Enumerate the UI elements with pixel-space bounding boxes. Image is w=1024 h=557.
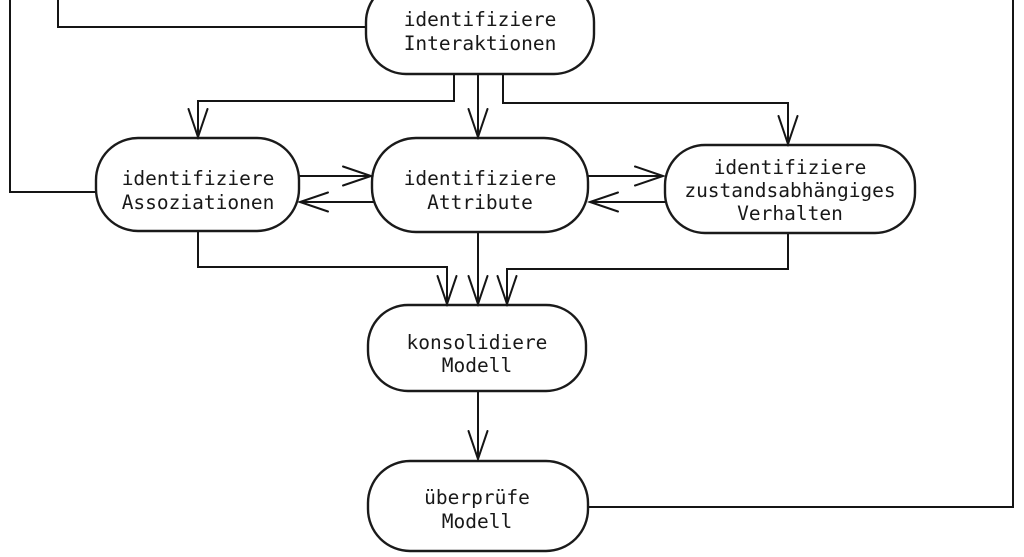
node-label-konsolidiere-line2: Modell xyxy=(442,354,512,377)
arrowhead-right-into-attribute xyxy=(342,165,375,187)
node-label-assoziationen-line1: identifiziere xyxy=(122,167,275,190)
node-label-interaktionen-line2: Interaktionen xyxy=(404,32,557,55)
arrowhead-left-into-attribute xyxy=(586,191,619,213)
node-label-assoziationen-line2: Assoziationen xyxy=(122,191,275,214)
node-shape-verhalten xyxy=(663,143,917,235)
node-identifiziere-assoziationen: identifiziere Assoziationen xyxy=(94,136,301,233)
connector-assoziationen-to-konsolidiere xyxy=(197,231,448,303)
node-ueberpruefe-modell: überprüfe Modell xyxy=(366,459,590,553)
arrowhead-down-into-konsolidiere-left xyxy=(436,275,458,308)
node-shape-attribute xyxy=(370,136,590,234)
node-label-ueberpruefe-line1: überprüfe xyxy=(424,486,530,509)
node-label-ueberpruefe-line2: Modell xyxy=(442,510,512,533)
arrowhead-down-into-attribute xyxy=(467,108,489,141)
arrowhead-right-into-verhalten xyxy=(634,165,667,187)
node-konsolidiere-modell: konsolidiere Modell xyxy=(366,303,588,393)
connector-ueberpruefe-to-offscreen-top-right xyxy=(565,0,1014,508)
arrowhead-left-into-assoziationen xyxy=(296,191,329,213)
node-label-attribute-line2: Attribute xyxy=(427,191,533,214)
connector-verhalten-to-konsolidiere xyxy=(506,233,789,303)
arrowhead-down-into-ueberpruefe xyxy=(467,430,489,463)
node-label-konsolidiere-line1: konsolidiere xyxy=(407,331,548,354)
arrowhead-down-into-konsolidiere-right xyxy=(496,275,518,308)
connector-interaktionen-to-verhalten xyxy=(502,74,789,143)
node-shape-konsolidiere xyxy=(366,303,588,393)
connector-interaktionen-to-assoziationen xyxy=(197,74,455,136)
arrowhead-down-into-konsolidiere-center xyxy=(467,275,489,308)
arrowhead-down-into-verhalten xyxy=(777,115,799,148)
node-label-interaktionen-line1: identifiziere xyxy=(404,8,557,31)
node-identifiziere-interaktionen: identifiziere Interaktionen xyxy=(364,0,596,76)
node-label-attribute-line1: identifiziere xyxy=(404,167,557,190)
node-identifiziere-zustandsabhaengiges-verhalten: identifiziere zustandsabhängiges Verhalt… xyxy=(663,143,917,235)
node-identifiziere-attribute: identifiziere Attribute xyxy=(370,136,590,234)
arrowhead-down-into-assoziationen xyxy=(187,108,209,141)
node-label-verhalten-line3: Verhalten xyxy=(737,202,843,225)
connector-offscreen-left-to-assoziationen xyxy=(9,0,120,193)
node-label-verhalten-line1: identifiziere xyxy=(714,156,867,179)
connector-offscreen-left-to-interaktionen xyxy=(57,0,390,28)
node-shape-interaktionen xyxy=(364,0,596,76)
node-label-verhalten-line2: zustandsabhängiges xyxy=(684,179,895,202)
